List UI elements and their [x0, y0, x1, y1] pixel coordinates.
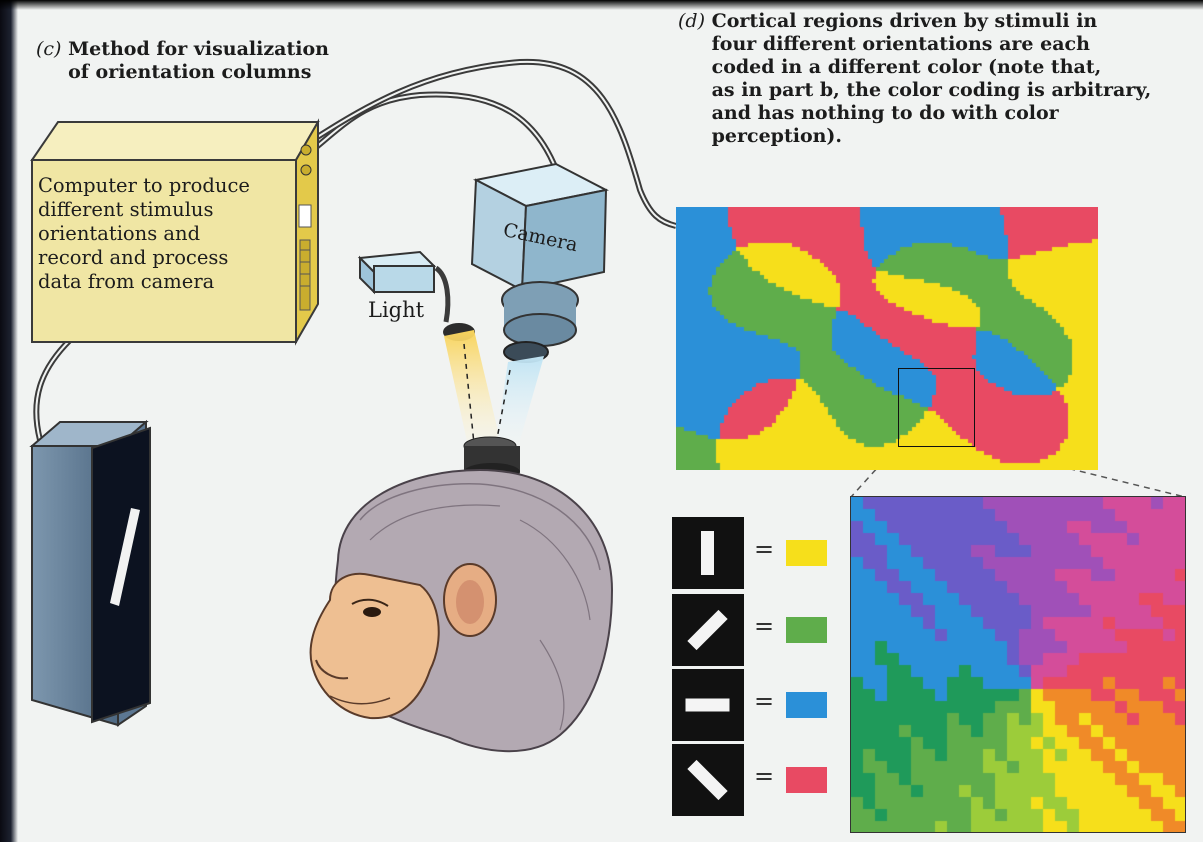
equals-sign: =: [754, 535, 774, 563]
light-source: [360, 252, 500, 446]
legend-color-swatch: [786, 540, 827, 566]
caption-c: (c) Method for visualization of orientat…: [36, 38, 396, 84]
equals-sign: =: [754, 687, 774, 715]
caption-d: (d) Cortical regions driven by stimuli i…: [678, 10, 1198, 148]
legend-color-swatch: [786, 617, 827, 643]
orientation-bar: [687, 610, 727, 650]
orientation-bar: [701, 531, 714, 575]
cable-light: [436, 268, 448, 322]
horizontal-bar-icon: [672, 669, 744, 741]
light-label: Light: [368, 298, 424, 322]
orientation-bar: [686, 699, 730, 712]
legend-color-swatch: [786, 767, 827, 793]
page-top-shadow: [0, 0, 1203, 10]
camera: [472, 164, 606, 442]
zoom-frame: [850, 496, 1186, 833]
caption-d-text: Cortical regions driven by stimuli in fo…: [712, 10, 1152, 148]
equals-sign: =: [754, 762, 774, 790]
page-edge-shadow: [0, 0, 18, 842]
stimulus-monitor: [32, 422, 150, 725]
zoom-region-box: [898, 368, 975, 447]
monkey-head: [311, 470, 612, 751]
cable-computer-to-camera: [300, 94, 560, 180]
caption-c-text: Method for visualization of orientation …: [68, 38, 329, 84]
equals-sign: =: [754, 612, 774, 640]
caption-c-letter: (c): [36, 38, 61, 60]
orientation-map: [676, 207, 1098, 470]
diagonal-bar-right-icon: [672, 594, 744, 666]
computer-label: Computer to produce different stimulus o…: [38, 174, 288, 294]
caption-d-letter: (d): [678, 10, 705, 32]
legend-color-swatch: [786, 692, 827, 718]
vertical-bar-icon: [672, 517, 744, 589]
orientation-bar: [687, 760, 727, 800]
diagonal-bar-left-icon: [672, 744, 744, 816]
